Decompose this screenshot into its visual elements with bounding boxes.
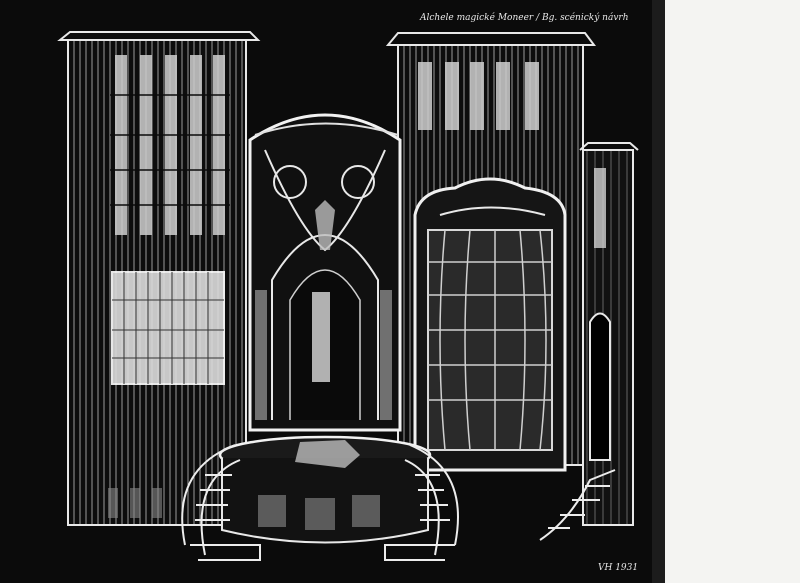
arched-doorway [589, 312, 611, 461]
right-staircase [384, 444, 459, 561]
stage-platform [218, 435, 432, 544]
photo-edge [652, 0, 665, 583]
left-medallion [273, 165, 307, 199]
left-tower [57, 31, 261, 526]
stage-furniture [295, 440, 360, 468]
artist-signature: VH 1931 [598, 563, 638, 573]
right-tower-windows [418, 62, 539, 130]
left-tower-windows [115, 55, 225, 235]
right-medallion [341, 165, 375, 199]
central-gothic-arch [248, 113, 402, 432]
narrow-right-tower [579, 142, 639, 526]
window-bay [413, 177, 567, 472]
left-tower-large-window [111, 271, 225, 385]
central-lancet-window [312, 292, 330, 382]
drawing-caption: Alchele magické Moneer / Bg. scénický ná… [419, 12, 629, 23]
left-staircase [181, 444, 261, 561]
far-right-staircase [539, 469, 616, 541]
